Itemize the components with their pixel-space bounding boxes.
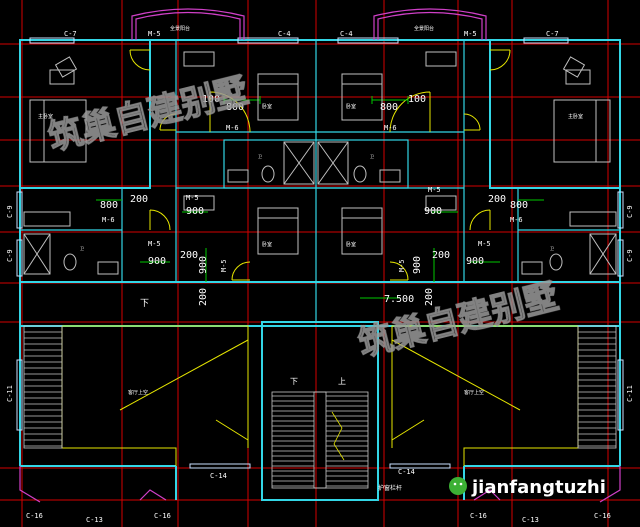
label-window-c9-left-b: C-9 [6,249,14,262]
label-bedroom-3: 卧室 [262,241,272,248]
wardrobes [23,51,617,227]
label-window-c16-right-a: C-16 [470,512,487,520]
label-window-c13-left: C-13 [86,516,103,524]
wechat-icon [449,477,467,495]
label-door-m6-b: M-6 [384,124,397,132]
label-door-m5-top-left: M-5 [148,30,161,38]
label-toilet-4: 卫 [550,246,554,251]
dim-800-left: 800 [226,102,244,113]
label-window-c7-left: C-7 [64,30,77,38]
label-window-c16-left-a: C-16 [26,512,43,520]
label-master-left: 主卧室 [38,113,53,120]
label-door-m5-top-right: M-5 [464,30,477,38]
dim-800-left-2: 800 [100,200,118,211]
label-door-m5-mid-right: M-5 [428,186,441,194]
label-void-left: 客厅上空 [128,389,148,396]
label-window-c11-right: C-11 [626,385,634,402]
label-window-c9-right-a: C-9 [626,205,634,218]
dim-900-c: 900 [148,256,166,267]
dim-200-left: 200 [130,194,148,205]
door-swings [129,49,511,281]
dimension-lines [96,96,544,299]
dim-900-a: 900 [186,206,204,217]
label-stair-up: 上 [338,377,346,386]
label-window-c13-right: C-13 [522,516,539,524]
dim-900-d: 900 [466,256,484,267]
dim-200-d: 200 [432,250,450,261]
stair-left-treads [24,331,62,447]
dim-200-c: 200 [180,250,198,261]
label-railing: 护窗栏杆 [378,484,402,492]
label-toilet-1: 卫 [258,154,262,159]
label-window-c14-left: C-14 [210,472,227,480]
label-door-m5-lower-right: M-5 [478,240,491,248]
brand-badge: jianfangtuzhi [449,477,606,498]
label-window-c9-left-a: C-9 [6,205,14,218]
beds [29,73,611,255]
dim-200-right: 200 [488,194,506,205]
label-toilet-2: 卫 [370,154,374,159]
label-window-c4-a: C-4 [278,30,291,38]
label-balcony-left: 全景阳台 [170,25,190,32]
label-door-m6-a: M-6 [226,124,239,132]
stair-center [271,391,369,489]
dim-100-right: 100 [408,94,426,105]
dim-200-vert-left: 200 [198,288,209,306]
stair-right [577,325,617,449]
label-stair-down: 下 [290,377,298,386]
label-door-m5-vert-right: M-5 [398,259,406,272]
dim-200-vert-right: 200 [424,288,435,306]
exterior-walls [19,39,621,501]
label-master-right: 主卧室 [568,113,583,120]
label-bedroom-2: 卧室 [346,103,356,110]
windows [16,37,624,469]
label-door-m6-d: M-6 [510,216,523,224]
dim-100-left: 100 [202,94,220,105]
label-down-left: 下 [140,299,149,309]
chairs [49,56,591,85]
elevation-mark: 7.500 [384,294,414,305]
stair-right-treads [578,331,616,447]
label-door-m6-c: M-6 [102,216,115,224]
label-door-m5-vert-left: M-5 [220,259,228,272]
label-window-c11-left: C-11 [6,385,14,402]
label-window-c16-left-b: C-16 [154,512,171,520]
label-window-c9-right-b: C-9 [626,249,634,262]
dim-900-vert-right: 900 [412,256,423,274]
label-door-m5-lower-left: M-5 [148,240,161,248]
label-balcony-right: 全景阳台 [414,25,434,32]
dim-900-b: 900 [424,206,442,217]
label-window-c16-right-b: C-16 [594,512,611,520]
interior-walls [20,40,620,322]
dim-800-right: 800 [380,102,398,113]
label-window-c14-right: C-14 [398,468,415,476]
brand-text: jianfangtuzhi [471,477,606,498]
label-bedroom-1: 卧室 [262,103,272,110]
label-door-m5-mid-left: M-5 [186,194,199,202]
bathroom-fixtures [23,141,617,275]
label-window-c7-right: C-7 [546,30,559,38]
stair-left [23,325,63,449]
dim-900-vert-left: 900 [198,256,209,274]
bay-windows [19,8,621,503]
stair-center-treads [272,395,368,487]
dim-800-right-2: 800 [510,200,528,211]
label-void-right: 客厅上空 [464,389,484,396]
label-window-c4-b: C-4 [340,30,353,38]
label-bedroom-4: 卧室 [346,241,356,248]
label-toilet-3: 卫 [80,246,84,251]
